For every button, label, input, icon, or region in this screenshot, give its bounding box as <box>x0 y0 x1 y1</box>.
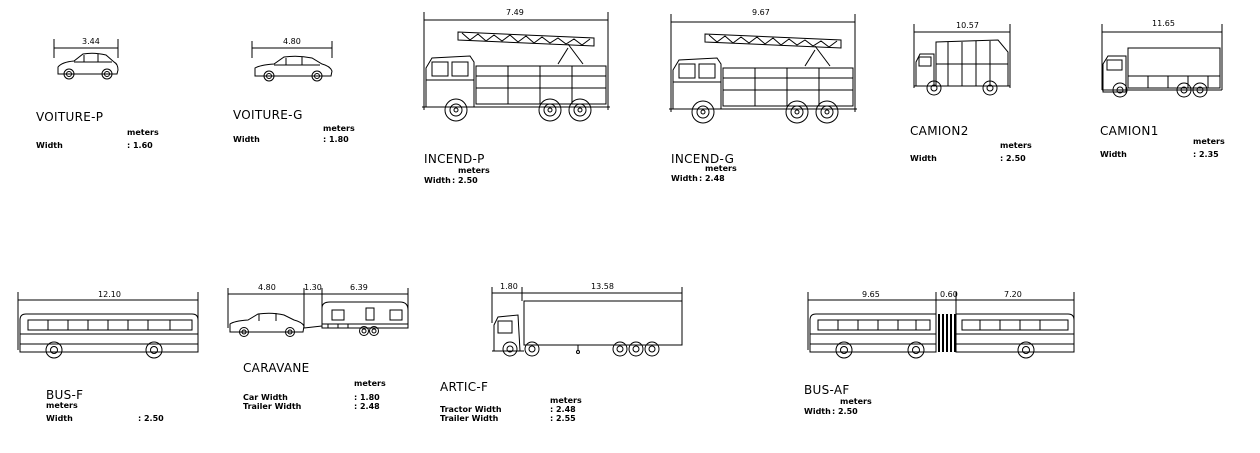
incend-p-units: meters <box>458 166 490 175</box>
incend-g-units: meters <box>705 164 737 173</box>
caravane-gap: 1.30 <box>304 283 322 292</box>
artic-f-tractor-width-value: : 2.48 <box>550 405 576 414</box>
incend-g-drawing <box>665 12 865 132</box>
camion1-width-label: Width <box>1100 150 1127 159</box>
caravane-name: CARAVANE <box>243 361 310 375</box>
bus-f-width-value: : 2.50 <box>138 414 164 423</box>
caravane-units: meters <box>354 379 386 388</box>
caravane-trailer-width-label: Trailer Width <box>243 402 302 411</box>
artic-f-tractor-length: 1.80 <box>500 282 518 291</box>
camion2-name: CAMION2 <box>910 124 969 138</box>
artic-f-trailer-length: 13.58 <box>591 282 614 291</box>
incend-g-width-value: : 2.48 <box>699 174 725 183</box>
voiture-g-width-label: Width <box>233 135 260 144</box>
camion2-drawing <box>908 22 1018 102</box>
camion2-units: meters <box>1000 141 1032 150</box>
voiture-p-length: 3.44 <box>82 37 100 46</box>
incend-p-width-value: : 2.50 <box>452 176 478 185</box>
caravane-car-length: 4.80 <box>258 283 276 292</box>
bus-af-width-value: : 2.50 <box>832 407 858 416</box>
voiture-g-width-value: : 1.80 <box>323 135 349 144</box>
camion2-width-label: Width <box>910 154 937 163</box>
artic-f-units: meters <box>550 396 582 405</box>
incend-g-name: INCEND-G <box>671 152 735 166</box>
camion2-length: 10.57 <box>956 21 979 30</box>
camion1-length: 11.65 <box>1152 19 1175 28</box>
artic-f-trailer-width-value: : 2.55 <box>550 414 576 423</box>
camion1-name: CAMION1 <box>1100 124 1159 138</box>
bus-af-joint-length: 0.60 <box>940 290 958 299</box>
bus-af-front-length: 9.65 <box>862 290 880 299</box>
voiture-g-name: VOITURE-G <box>233 108 303 122</box>
voiture-p-drawing <box>50 34 150 84</box>
incend-g-width-label: Width <box>671 174 698 183</box>
bus-f-units: meters <box>46 401 78 410</box>
artic-f-drawing <box>488 283 688 363</box>
incend-p-width-label: Width <box>424 176 451 185</box>
voiture-g-length: 4.80 <box>283 37 301 46</box>
artic-f-name: ARTIC-F <box>440 380 489 394</box>
incend-g-length: 9.67 <box>752 8 770 17</box>
caravane-trailer-length: 6.39 <box>350 283 368 292</box>
caravane-trailer-width-value: : 2.48 <box>354 402 380 411</box>
camion1-units: meters <box>1193 137 1225 146</box>
artic-f-tractor-width-label: Tractor Width <box>440 405 502 414</box>
voiture-p-width-label: Width <box>36 141 63 150</box>
bus-f-drawing <box>14 290 204 360</box>
caravane-drawing <box>224 284 414 344</box>
incend-p-length: 7.49 <box>506 8 524 17</box>
bus-af-rear-length: 7.20 <box>1004 290 1022 299</box>
camion1-width-value: : 2.35 <box>1193 150 1219 159</box>
camion2-width-value: : 2.50 <box>1000 154 1026 163</box>
bus-af-units: meters <box>840 397 872 406</box>
bus-af-drawing <box>804 290 1084 360</box>
voiture-p-width-value: : 1.60 <box>127 141 153 150</box>
bus-f-name: BUS-F <box>46 388 84 402</box>
voiture-g-drawing <box>248 38 348 84</box>
caravane-car-width-label: Car Width <box>243 393 288 402</box>
voiture-p-units: meters <box>127 128 159 137</box>
bus-f-width-label: Width <box>46 414 73 423</box>
bus-af-name: BUS-AF <box>804 383 850 397</box>
incend-p-drawing <box>418 10 618 130</box>
artic-f-trailer-width-label: Trailer Width <box>440 414 499 423</box>
incend-p-name: INCEND-P <box>424 152 485 166</box>
bus-f-length: 12.10 <box>98 290 121 299</box>
camion1-drawing <box>1098 20 1228 100</box>
bus-af-width-label: Width <box>804 407 831 416</box>
caravane-car-width-value: : 1.80 <box>354 393 380 402</box>
voiture-g-units: meters <box>323 124 355 133</box>
voiture-p-name: VOITURE-P <box>36 110 104 124</box>
